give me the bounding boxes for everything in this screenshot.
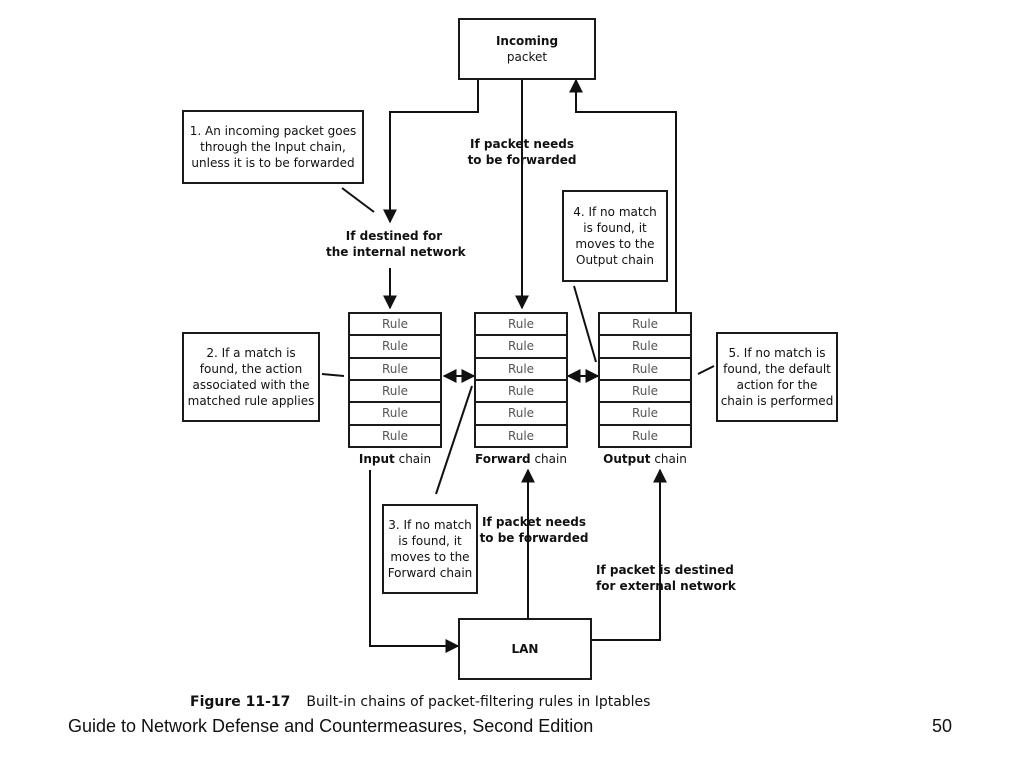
output-rule: Rule (600, 381, 690, 404)
lan-label: LAN (511, 642, 539, 656)
note-3-line-4: Forward chain (387, 566, 473, 580)
note-4-line-3: moves to the (575, 237, 655, 251)
forward-rule: Rule (476, 403, 566, 426)
input-chain: Rule Rule Rule Rule Rule Rule (348, 312, 442, 448)
note-2-line-1: 2. If a match is (206, 346, 296, 360)
note-1-line-2: through the Input chain, (200, 140, 346, 154)
forward-chain-label: Forward chain (475, 452, 567, 466)
output-chain-label: Output chain (603, 452, 687, 466)
note-4-line-1: 4. If no match (573, 205, 657, 219)
figure-caption-text: Built-in chains of packet-filtering rule… (306, 694, 651, 710)
label-forward-top: If packet needs to be forwarded (467, 137, 577, 167)
note-1-line-3: unless it is to be forwarded (191, 156, 355, 170)
note-3: 3. If no match is found, it moves to the… (382, 504, 478, 594)
note-2-line-2: found, the action (199, 362, 303, 376)
output-rule: Rule (600, 314, 690, 337)
figure-number: Figure 11-17 (190, 694, 291, 710)
input-rule: Rule (350, 314, 440, 337)
output-chain: Rule Rule Rule Rule Rule Rule (598, 312, 692, 448)
output-rule: Rule (600, 403, 690, 426)
input-rule: Rule (350, 336, 440, 359)
note-5: 5. If no match is found, the default act… (716, 332, 838, 422)
forward-rule: Rule (476, 336, 566, 359)
pointer-note-1 (341, 187, 375, 213)
pointer-note-3 (435, 385, 473, 495)
label-internal-network: If destined for the internal network (326, 229, 466, 259)
forward-rule: Rule (507, 428, 535, 443)
output-rule: Rule (600, 359, 690, 381)
incoming-packet-box: Incoming packet (458, 18, 596, 80)
forward-rule: Rule (476, 314, 566, 337)
arrow-input-to-lan (369, 470, 460, 653)
figure-caption: Figure 11-17 Built-in chains of packet-fi… (190, 694, 650, 710)
note-1-line-1: 1. An incoming packet goes (189, 124, 357, 138)
input-chain-label: Input chain (358, 452, 432, 466)
note-2-line-3: associated with the (192, 378, 310, 392)
page-number: 50 (932, 716, 953, 736)
output-rule: Rule (631, 428, 659, 443)
incoming-title: Incoming (495, 34, 559, 48)
output-rule: Rule (600, 336, 690, 359)
label-external-network: If packet is destined for external netwo… (596, 563, 736, 593)
note-2: 2. If a match is found, the action assoc… (182, 332, 320, 422)
forward-chain: Rule Rule Rule Rule Rule Rule (474, 312, 568, 448)
input-rule: Rule (350, 403, 440, 426)
note-5-line-2: found, the default (723, 362, 831, 376)
arrow-incoming-to-input (383, 80, 479, 224)
lan-box: LAN (458, 618, 592, 680)
arrow-lan-to-output (592, 468, 667, 641)
label-forward-bottom: If packet needs to be forwarded (479, 515, 589, 545)
input-rule: Rule (381, 428, 409, 443)
pointer-note-4 (573, 285, 597, 363)
forward-rule: Rule (476, 359, 566, 381)
pointer-note-2 (321, 373, 345, 377)
input-rule: Rule (350, 381, 440, 404)
note-5-line-4: chain is performed (720, 394, 834, 408)
note-3-line-2: is found, it (398, 534, 462, 548)
note-5-line-1: 5. If no match is (728, 346, 826, 360)
note-4: 4. If no match is found, it moves to the… (562, 190, 668, 282)
pointer-note-5 (697, 365, 715, 375)
input-rule: Rule (350, 359, 440, 381)
arrow-output-to-outgoing (569, 78, 677, 244)
note-4-line-2: is found, it (583, 221, 647, 235)
note-4-line-4: Output chain (576, 253, 654, 267)
note-3-line-3: moves to the (390, 550, 470, 564)
note-2-line-4: matched rule applies (187, 394, 315, 408)
forward-rule: Rule (476, 381, 566, 404)
incoming-subtitle: packet (506, 50, 548, 64)
footer-title: Guide to Network Defense and Countermeas… (68, 716, 594, 736)
note-1: 1. An incoming packet goes through the I… (182, 110, 364, 184)
note-5-line-3: action for the (736, 378, 818, 392)
note-3-line-1: 3. If no match (388, 518, 472, 532)
